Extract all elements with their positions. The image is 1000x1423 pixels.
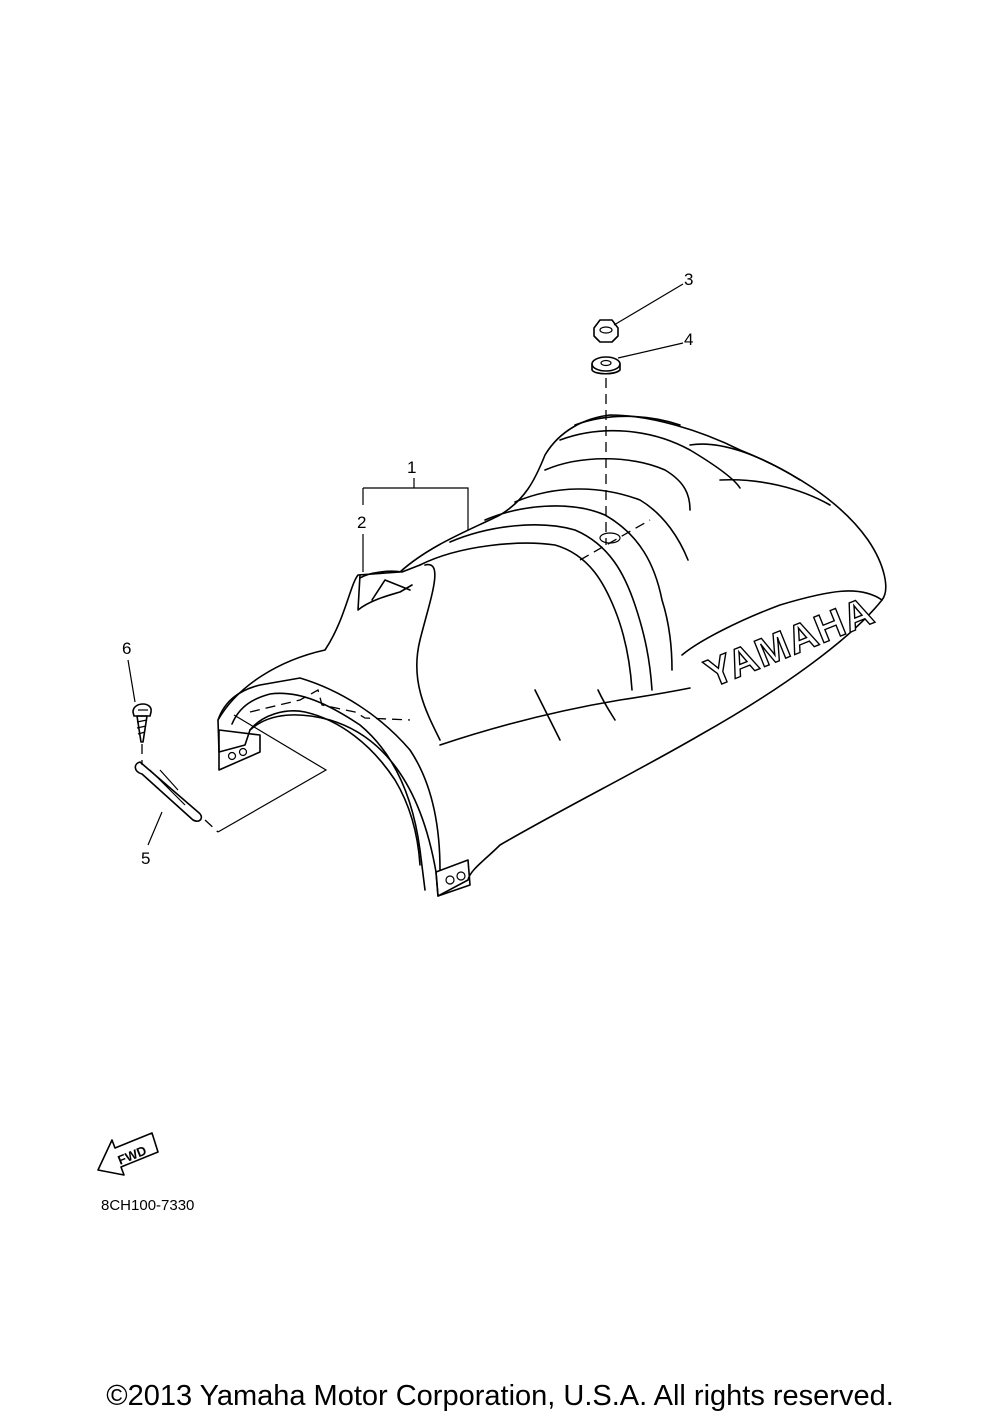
part-nut-3: 3 bbox=[593, 270, 693, 343]
seat-assembly: YAMAHA bbox=[217, 414, 887, 897]
fwd-arrow-icon: FWD bbox=[97, 1132, 159, 1176]
part-clip-5: 5 bbox=[134, 714, 328, 868]
part-screw-6: 6 bbox=[122, 639, 152, 765]
callout-3: 3 bbox=[684, 270, 693, 289]
callout-6: 6 bbox=[122, 639, 131, 658]
callout-bracket-1-2: 1 2 bbox=[357, 458, 469, 572]
diagram-code: 8CH100-7330 bbox=[101, 1197, 194, 1214]
part-washer-4: 4 bbox=[579, 330, 693, 561]
callout-5: 5 bbox=[141, 849, 150, 868]
callout-1: 1 bbox=[407, 458, 416, 477]
callout-4: 4 bbox=[684, 330, 693, 349]
copyright-notice: ©2013 Yamaha Motor Corporation, U.S.A. A… bbox=[106, 1380, 894, 1412]
callout-2: 2 bbox=[357, 513, 366, 532]
